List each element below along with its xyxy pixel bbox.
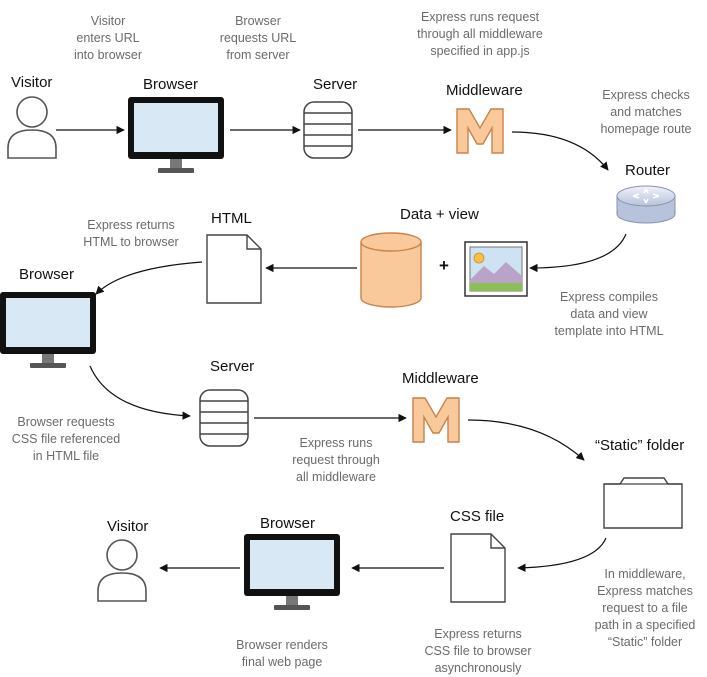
html-label: HTML: [211, 210, 252, 227]
note-renders: Browser renders final web page: [236, 638, 328, 669]
server-icon: [303, 101, 353, 159]
note-returns-html: Express returns HTML to browser: [83, 218, 179, 249]
view-template-icon: [464, 241, 528, 297]
middleware-icon-2: [412, 397, 460, 443]
note-runs-all-middleware: Express runs request through all middlew…: [417, 10, 543, 58]
browser-label: Browser: [143, 76, 199, 93]
visitor-label-2: Visitor: [107, 518, 149, 535]
note-checks-route: Express checks and matches homepage rout…: [600, 88, 692, 136]
browser-monitor-icon: [128, 97, 224, 173]
arrow-static-css: [517, 537, 607, 572]
visitor-icon-2: [97, 539, 147, 602]
arrow-middleware-router: [511, 131, 609, 171]
server-icon-2: [199, 389, 249, 447]
note-runs-request: Express runs request through all middlew…: [292, 436, 380, 484]
browser-monitor-icon-3: [244, 534, 340, 610]
arrow-browser-server-2: [89, 365, 191, 420]
arrow-html-browser: [95, 261, 203, 295]
note-returns-css: Express returns CSS file to browser asyn…: [424, 627, 532, 675]
browser-monitor-icon-2: [0, 292, 96, 368]
note-compiles: Express compiles data and view template …: [554, 290, 664, 338]
note-requests-url: Browser requests URL from server: [219, 14, 297, 62]
plus-label: +: [439, 256, 449, 275]
server-label-2: Server: [210, 358, 255, 375]
css-document-icon: [450, 533, 506, 603]
css-file-label: CSS file: [450, 508, 505, 525]
folder-icon: [603, 477, 683, 529]
static-folder-label: “Static” folder: [595, 437, 685, 454]
visitor-label: Visitor: [11, 74, 53, 91]
router-label: Router: [625, 162, 671, 179]
visitor-icon: [7, 96, 57, 159]
arrow-middleware-static: [467, 419, 585, 461]
middleware-label: Middleware: [446, 82, 523, 99]
note-requests-css: Browser requests CSS file referenced in …: [11, 415, 121, 463]
note-enters-url: Visitor enters URL into browser: [73, 14, 143, 62]
server-label: Server: [313, 76, 358, 93]
browser-label-3: Browser: [260, 515, 316, 532]
note-matches-file: In middleware, Express matches request t…: [594, 567, 696, 649]
middleware-icon: [456, 108, 504, 154]
html-document-icon: [206, 234, 262, 304]
data-cylinder-icon: [360, 232, 422, 308]
browser-label-2: Browser: [19, 266, 75, 283]
router-icon: [616, 185, 676, 224]
data-view-label: Data + view: [400, 206, 479, 223]
arrow-router-dataview: [529, 233, 627, 273]
middleware-label-2: Middleware: [402, 370, 479, 387]
